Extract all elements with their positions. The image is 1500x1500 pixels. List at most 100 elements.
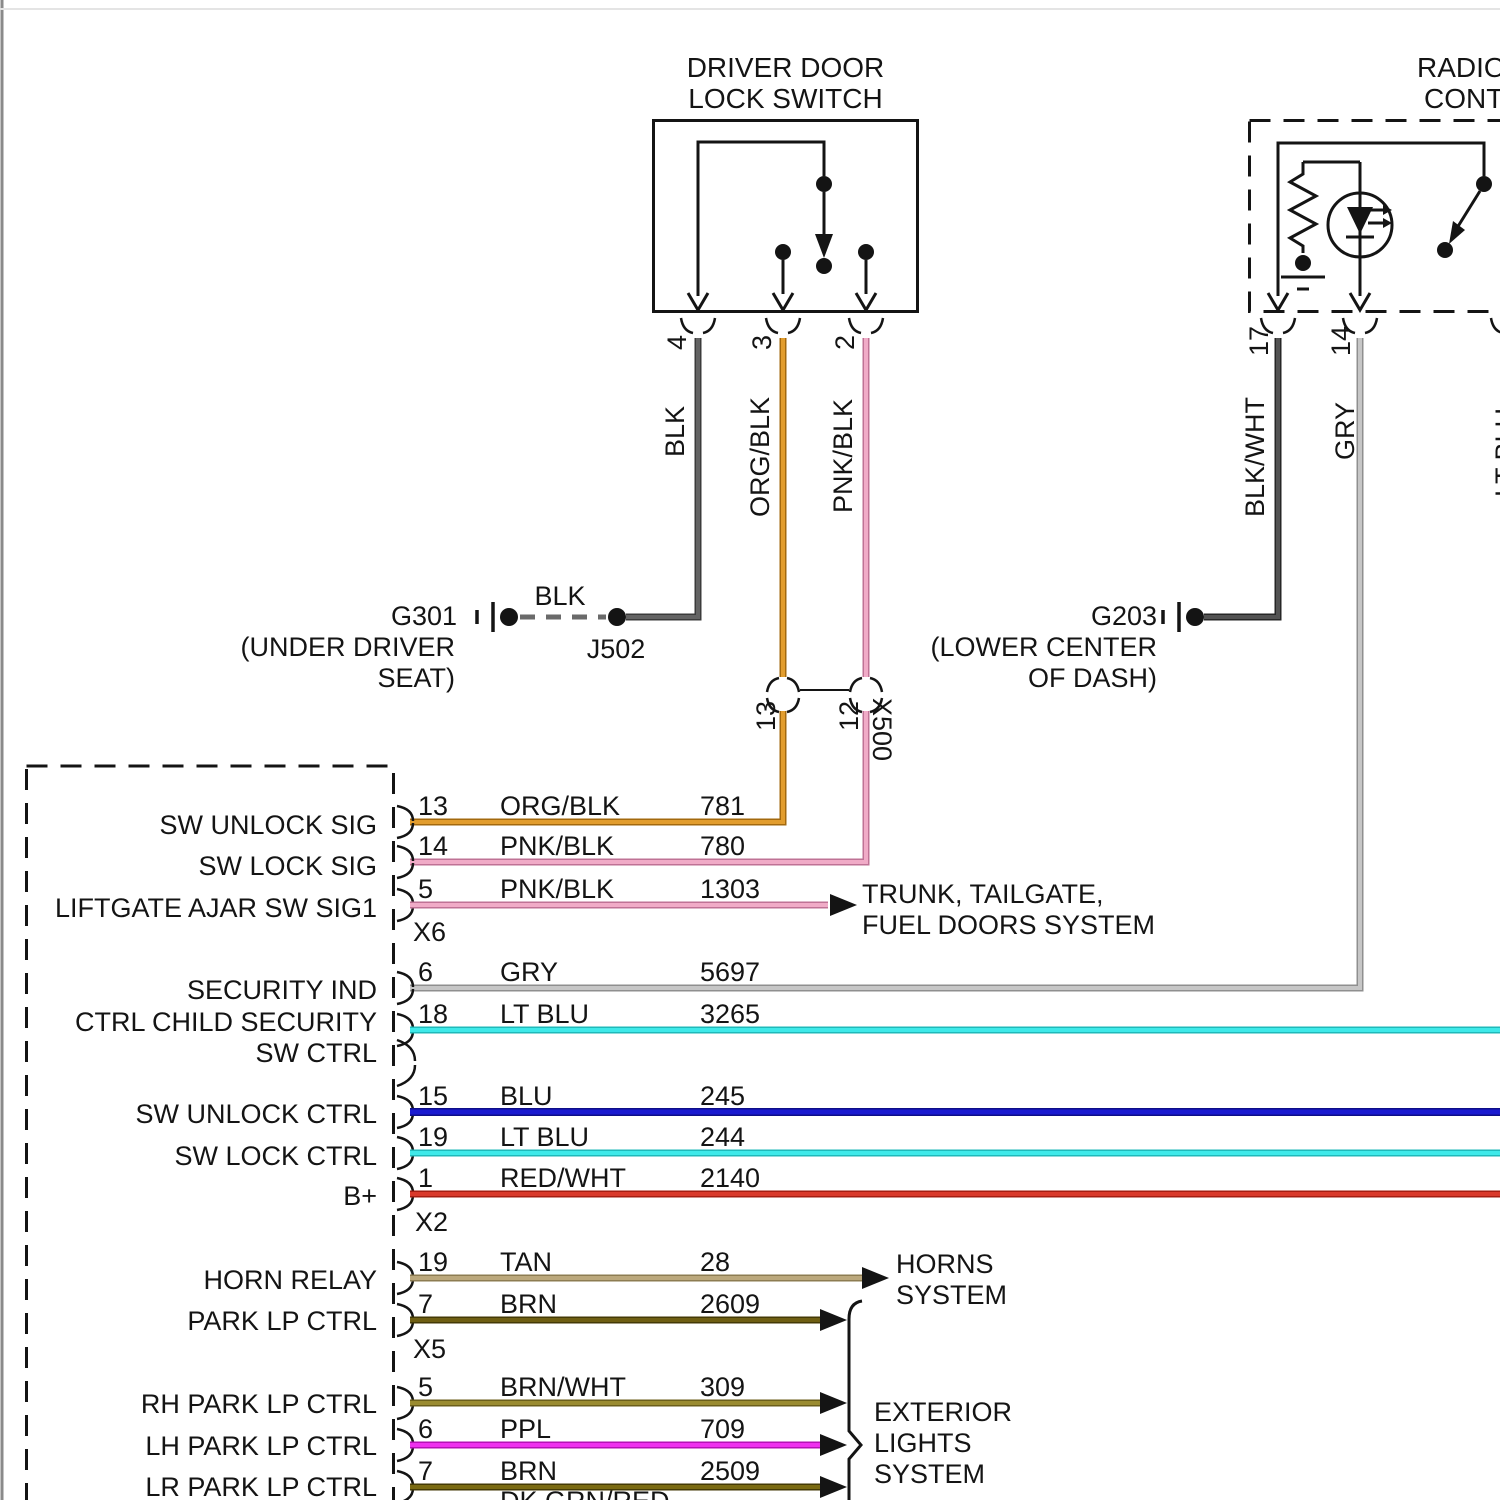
switch-arm-arrow — [815, 234, 833, 258]
row-pin: 6 — [418, 1414, 434, 1444]
exterior-lights-brace — [847, 1299, 863, 1500]
row-circuit: 245 — [700, 1081, 746, 1111]
switch-pin2-label: 2 — [830, 334, 860, 350]
switch-pin4-label: 4 — [662, 334, 692, 350]
g301-location-line2: SEAT) — [377, 663, 455, 693]
row-pin: 19 — [418, 1122, 449, 1152]
horns-arrow — [862, 1267, 889, 1289]
row-pin: 7 — [418, 1456, 434, 1486]
signal-lr-park-lp: LR PARK LP CTRL — [145, 1472, 377, 1500]
row-color: LT BLU — [500, 1122, 590, 1152]
row-color: BLU — [500, 1081, 553, 1111]
g301-wire-label: BLK — [534, 581, 586, 611]
dest-exterior-line1: EXTERIOR — [874, 1397, 1013, 1427]
unnumbered-pin-bracket — [396, 1038, 417, 1088]
ground-g301 — [475, 602, 626, 632]
led-triangle — [1347, 207, 1373, 234]
destination-arrows — [820, 894, 889, 1498]
x500-pin13-label: 13 — [751, 700, 781, 731]
row-circuit: 781 — [700, 791, 746, 821]
row-circuit: 2509 — [700, 1456, 761, 1486]
row-pin: 7 — [418, 1289, 434, 1319]
wire-label-blk-wht: BLK/WHT — [1240, 396, 1270, 517]
led-emit-arrow — [1383, 218, 1392, 228]
dest-horns-line2: SYSTEM — [896, 1280, 1008, 1310]
row-circuit: 309 — [700, 1372, 746, 1402]
signal-sw-unlock-ctrl: SW UNLOCK CTRL — [135, 1099, 377, 1129]
dest-exterior-line2: LIGHTS — [874, 1428, 972, 1458]
signal-rh-park-lp: RH PARK LP CTRL — [140, 1389, 377, 1419]
row-pin: 19 — [418, 1247, 449, 1277]
row-color: LT BLU — [500, 999, 590, 1029]
trunk-arrow — [830, 894, 857, 916]
row-color: BRN — [500, 1289, 558, 1319]
left-module-box — [25, 764, 395, 1500]
row-pin: 14 — [418, 831, 449, 861]
led-circle — [1326, 191, 1394, 259]
wire-label-pnk-blk: PNK/BLK — [828, 398, 858, 513]
radio-module-dots — [1295, 176, 1492, 271]
row-pin: 15 — [418, 1081, 449, 1111]
radio-pin-brackets — [1259, 317, 1500, 335]
row-pin: 18 — [418, 999, 449, 1029]
row-color: PNK/BLK — [500, 831, 615, 861]
signal-sw-unlock-sig: SW UNLOCK SIG — [159, 810, 377, 840]
row-pin: 5 — [418, 874, 434, 904]
g203-location-line1: (LOWER CENTER — [930, 632, 1157, 662]
splice-j502-label: J502 — [586, 634, 646, 664]
row-circuit: 2140 — [700, 1163, 761, 1193]
signal-child-security-line2: SW CTRL — [255, 1038, 378, 1068]
ground-g203-name: G203 — [1090, 601, 1157, 631]
radio-pin17-label: 17 — [1244, 325, 1274, 356]
row-circuit: 244 — [700, 1122, 746, 1152]
row-color: PPL — [500, 1414, 552, 1444]
g203-location-line2: OF DASH) — [1027, 663, 1157, 693]
row-pin: 13 — [418, 791, 449, 821]
door-lock-switch-contacts — [775, 176, 874, 274]
wire-label-blk: BLK — [660, 405, 690, 457]
switch-pin-arrows — [686, 292, 878, 313]
switch-title-line2: LOCK SWITCH — [688, 83, 883, 114]
row-circuit: 3265 — [700, 999, 761, 1029]
signal-security-ind: SECURITY IND — [186, 975, 377, 1005]
signal-child-security-line1: CTRL CHILD SECURITY — [74, 1007, 377, 1037]
door-lock-switch-box — [652, 119, 919, 313]
wire-blk — [626, 338, 702, 621]
x500-pin12-label: 12 — [834, 700, 864, 731]
row-circuit: 5697 — [700, 957, 761, 987]
splice-j502-dot — [608, 608, 626, 626]
signal-park-lp-ctrl: PARK LP CTRL — [187, 1306, 377, 1336]
signal-sw-lock-sig: SW LOCK SIG — [198, 851, 377, 881]
signal-lh-park-lp: LH PARK LP CTRL — [145, 1431, 377, 1461]
wire-gry — [410, 338, 1364, 992]
row-circuit: 1303 — [700, 874, 761, 904]
signal-sw-lock-ctrl: SW LOCK CTRL — [174, 1141, 377, 1171]
dest-trunk-line2: FUEL DOORS SYSTEM — [862, 910, 1156, 940]
row-pin: 1 — [418, 1163, 434, 1193]
switch-pin-brackets — [679, 317, 885, 335]
x500-connector — [765, 676, 884, 714]
resistor-symbol — [1286, 162, 1320, 253]
wire-label-org-blk: ORG/BLK — [745, 396, 775, 517]
partial-row-color-label: DK GRN/RED — [500, 1486, 670, 1500]
row-color: ORG/BLK — [500, 791, 621, 821]
row-color: PNK/BLK — [500, 874, 615, 904]
wire-org-blk — [410, 338, 787, 826]
row-color: RED/WHT — [500, 1163, 626, 1193]
radio-title-line1: RADIO/ — [1417, 52, 1500, 83]
row-color: BRN/WHT — [500, 1372, 626, 1402]
row-color: GRY — [500, 957, 559, 987]
edge-partial-bracket — [1489, 317, 1500, 334]
row-pin: 5 — [418, 1372, 434, 1402]
wire-label-lt-blu-partial: LT BLU — [1490, 407, 1500, 497]
switch-pin3-label: 3 — [747, 334, 777, 350]
g301-location-line1: (UNDER DRIVER — [240, 632, 455, 662]
row-color: BRN — [500, 1456, 558, 1486]
wire-blk-wht — [1204, 338, 1282, 621]
ground-g203 — [1161, 602, 1204, 632]
signal-liftgate-ajar: LIFTGATE AJAR SW SIG1 — [54, 893, 377, 923]
radio-module-box — [1248, 119, 1500, 313]
dest-horns-line1: HORNS — [896, 1249, 994, 1279]
connector-x2: X2 — [415, 1207, 449, 1237]
